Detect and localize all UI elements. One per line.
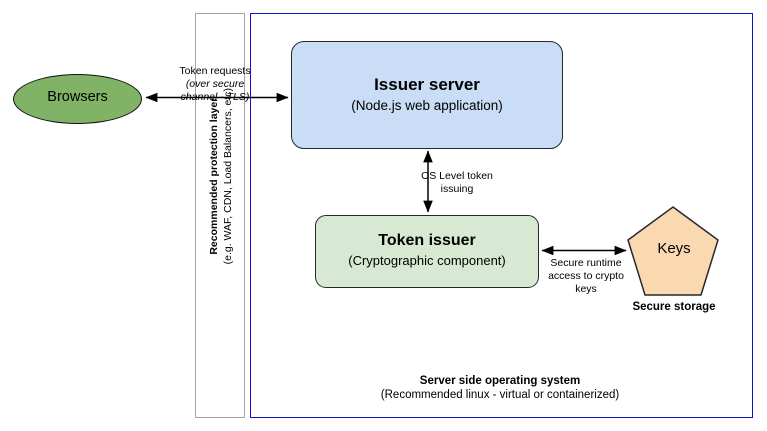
edge-label-os-level-line1: OS Level token [421,170,493,182]
edge-label-secure-runtime-access: Secure runtime access to crypto keys [538,257,634,295]
boundary-operating-system-label: Server side operating system (Recommende… [280,374,720,403]
node-token-issuer[interactable] [315,215,539,288]
node-token-issuer-title: Token issuer [378,232,476,249]
edge-label-token-requests-line1: Token requests [179,65,251,77]
edge-label-token-requests: Token requests (over secure channel - TL… [163,65,267,103]
node-issuer-server-title: Issuer server [374,75,480,94]
boundary-operating-system-subtitle: (Recommended linux - virtual or containe… [380,389,620,402]
edge-label-token-requests-line2: (over secure [185,77,245,90]
edge-label-os-level-token-issuing: OS Level token issuing [396,170,518,196]
node-issuer-server-label: Issuer server (Node.js web application) [291,74,563,115]
boundary-operating-system-title: Server side operating system [419,375,581,387]
node-token-issuer-label: Token issuer (Cryptographic component) [315,231,539,269]
node-issuer-server[interactable] [291,41,563,149]
node-issuer-server-subtitle: (Node.js web application) [351,98,503,114]
edge-label-secure-runtime-line3: keys [575,282,597,295]
edge-label-token-requests-line3: channel - TLS) [180,90,250,103]
edge-label-secure-runtime-line2: access to crypto [548,269,624,282]
node-browsers-label: Browsers [47,89,108,105]
edge-label-os-level-line2: issuing [440,182,474,195]
node-keys-caption: Secure storage [632,301,716,313]
node-token-issuer-subtitle: (Cryptographic component) [348,253,506,268]
node-browsers[interactable] [13,74,142,124]
edge-label-secure-runtime-line1: Secure runtime [550,257,622,269]
node-keys-label: Keys [657,240,691,257]
boundary-protection-layer: Recommended protection layer (e.g. WAF, … [195,13,245,418]
